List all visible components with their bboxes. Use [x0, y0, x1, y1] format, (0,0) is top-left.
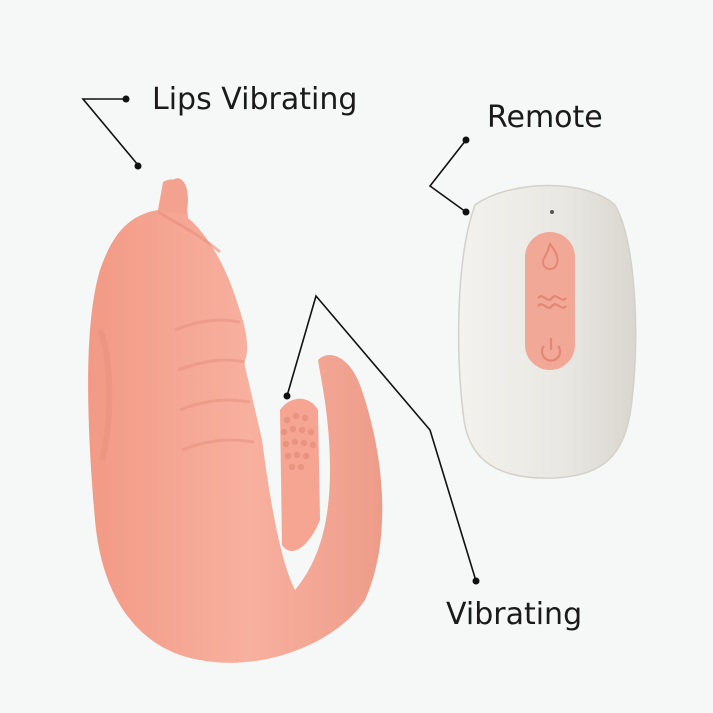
- nub-texture: [280, 412, 317, 471]
- callout-dot: [462, 136, 470, 144]
- callout-dot: [472, 577, 480, 585]
- label-lips-vibrating: Lips Vibrating: [152, 82, 358, 117]
- remote-button-strip: [525, 232, 575, 370]
- callout-dot: [462, 208, 470, 216]
- callout-dot: [122, 95, 130, 103]
- callout-remote-line: [428, 139, 467, 213]
- flame-icon: [542, 241, 559, 270]
- power-icon: [540, 338, 562, 362]
- label-vibrating: Vibrating: [446, 597, 583, 632]
- callout-dot: [134, 162, 142, 170]
- callout-lips-line: [81, 98, 139, 166]
- callout-dot: [283, 392, 291, 400]
- device-body: [88, 178, 383, 663]
- wave-icon: [537, 295, 567, 309]
- label-remote: Remote: [487, 100, 603, 135]
- callout-vibrating-line: [286, 294, 477, 582]
- remote-control: [457, 184, 637, 479]
